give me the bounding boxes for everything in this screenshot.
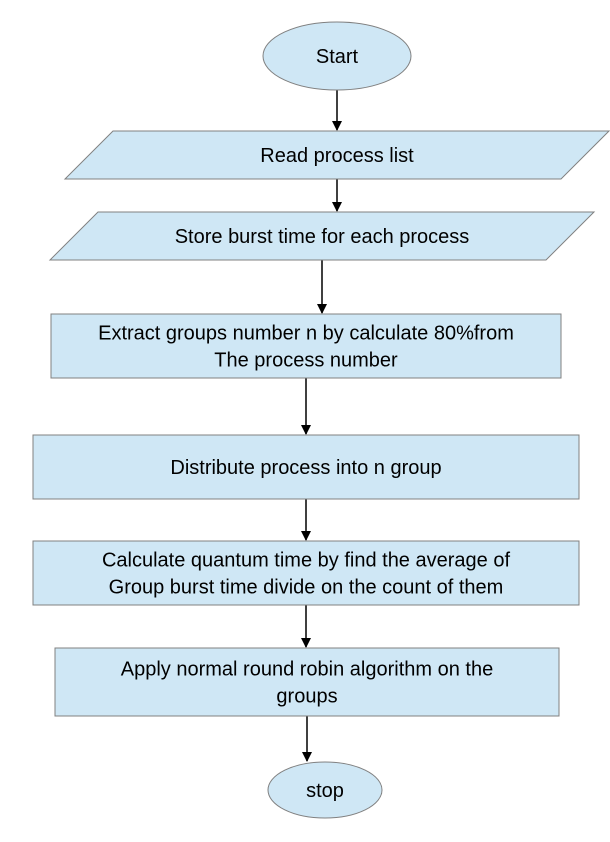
distribute-process-label-line-0: Distribute process into n group — [170, 457, 441, 479]
extract-groups-number-label-line-1: The process number — [214, 350, 398, 372]
stop-label-line-0: stop — [306, 780, 344, 802]
store-burst-time-data-shape — [48, 211, 596, 261]
store-burst-time-label-line-0: Store burst time for each process — [175, 226, 470, 248]
node-calculate-quantum-time: Calculate quantum time by find the avera… — [32, 540, 580, 606]
calculate-quantum-time-label-line-0: Calculate quantum time by find the avera… — [102, 550, 510, 572]
read-process-list-data-shape — [63, 130, 610, 180]
node-apply-round-robin: Apply normal round robin algorithm on th… — [54, 647, 560, 717]
node-stop: stop — [267, 761, 383, 819]
edges-layer — [301, 90, 342, 762]
node-read-process-list: Read process list — [63, 130, 610, 180]
apply-round-robin-label-line-0: Apply normal round robin algorithm on th… — [121, 659, 493, 681]
calculate-quantum-time-process-shape — [32, 540, 580, 606]
apply-round-robin-process-shape — [54, 647, 560, 717]
calculate-quantum-time-label-line-1: Group burst time divide on the count of … — [109, 577, 504, 599]
distribute-process-process-shape — [32, 434, 580, 500]
node-store-burst-time: Store burst time for each process — [48, 211, 596, 261]
apply-round-robin-label-line-1: groups — [276, 686, 337, 708]
stop-terminal-shape — [267, 761, 383, 819]
node-distribute-process: Distribute process into n group — [32, 434, 580, 500]
read-process-list-label-line-0: Read process list — [260, 145, 414, 167]
extract-groups-number-process-shape — [50, 313, 562, 379]
node-start: Start — [262, 21, 412, 91]
extract-groups-number-label-line-0: Extract groups number n by calculate 80%… — [98, 323, 514, 345]
node-extract-groups-number: Extract groups number n by calculate 80%… — [50, 313, 562, 379]
start-terminal-shape — [262, 21, 412, 91]
start-label-line-0: Start — [316, 46, 359, 68]
